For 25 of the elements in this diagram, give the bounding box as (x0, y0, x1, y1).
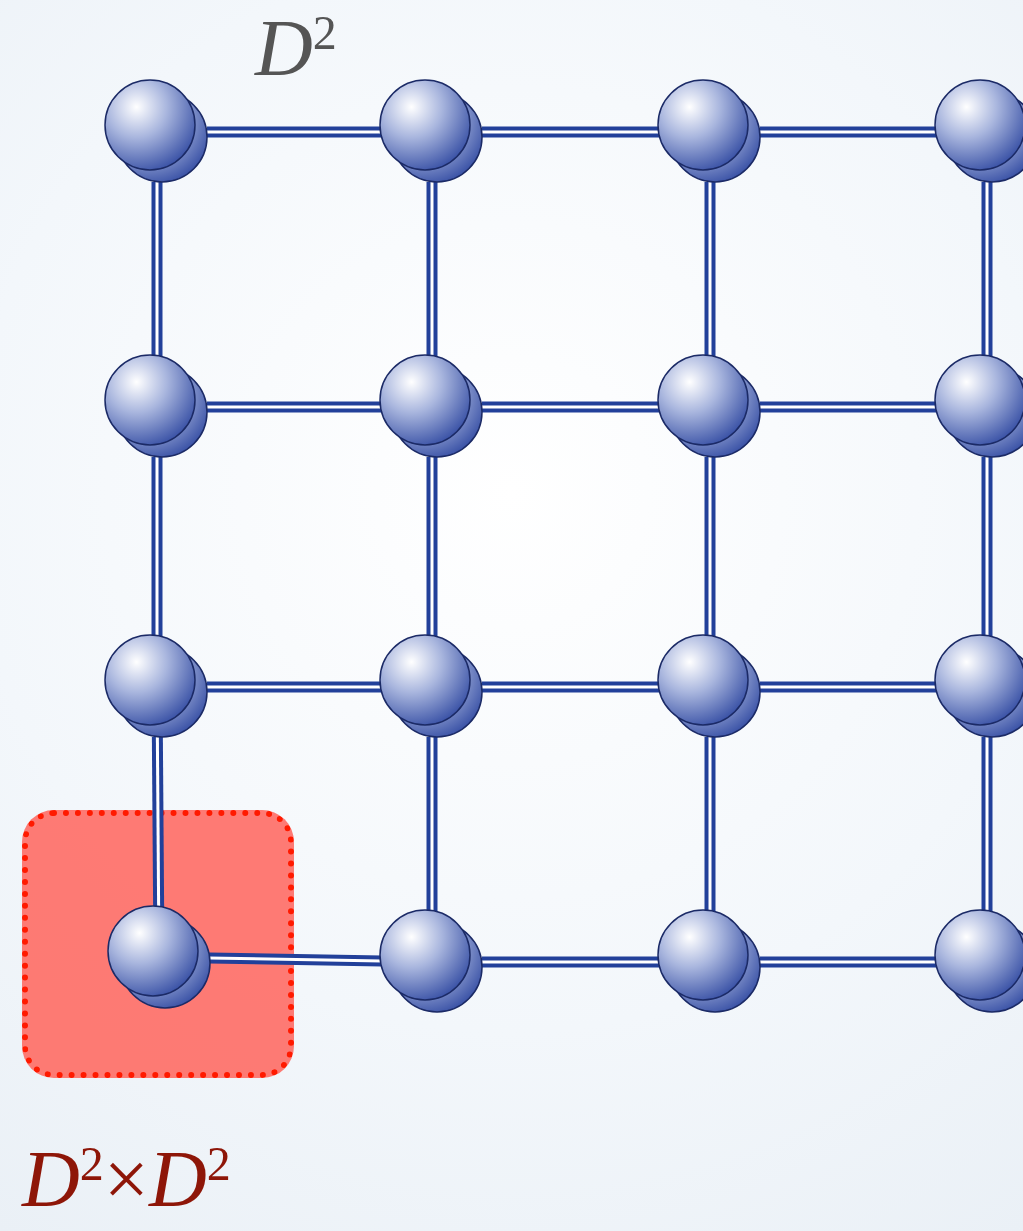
double-line-connector (981, 737, 993, 912)
double-line-connector (151, 182, 163, 357)
double-line-connector (482, 956, 660, 968)
double-line-connector (760, 126, 937, 138)
double-line-connector (760, 681, 937, 693)
double-line-connector (426, 457, 438, 637)
formula-label: D$^{2}$ (255, 8, 337, 88)
double-line-connector (207, 681, 382, 693)
double-line-connector (151, 457, 163, 637)
double-line-connector (981, 182, 993, 357)
double-line-connector (704, 457, 716, 637)
double-line-connector (207, 126, 382, 138)
double-line-connector (426, 182, 438, 357)
double-line-connector (207, 401, 382, 413)
double-line-connector (981, 457, 993, 637)
double-line-connector (482, 126, 660, 138)
double-line-connector (151, 736, 165, 908)
double-line-connector (704, 182, 716, 357)
formula-label: D$^{2}$×D$^{2}$ (22, 1139, 231, 1219)
double-line-connector (482, 681, 660, 693)
double-line-connector (760, 956, 937, 968)
double-line-connector (426, 737, 438, 912)
double-line-connector (482, 401, 660, 413)
double-line-connector (760, 401, 937, 413)
double-line-connector (704, 737, 716, 912)
